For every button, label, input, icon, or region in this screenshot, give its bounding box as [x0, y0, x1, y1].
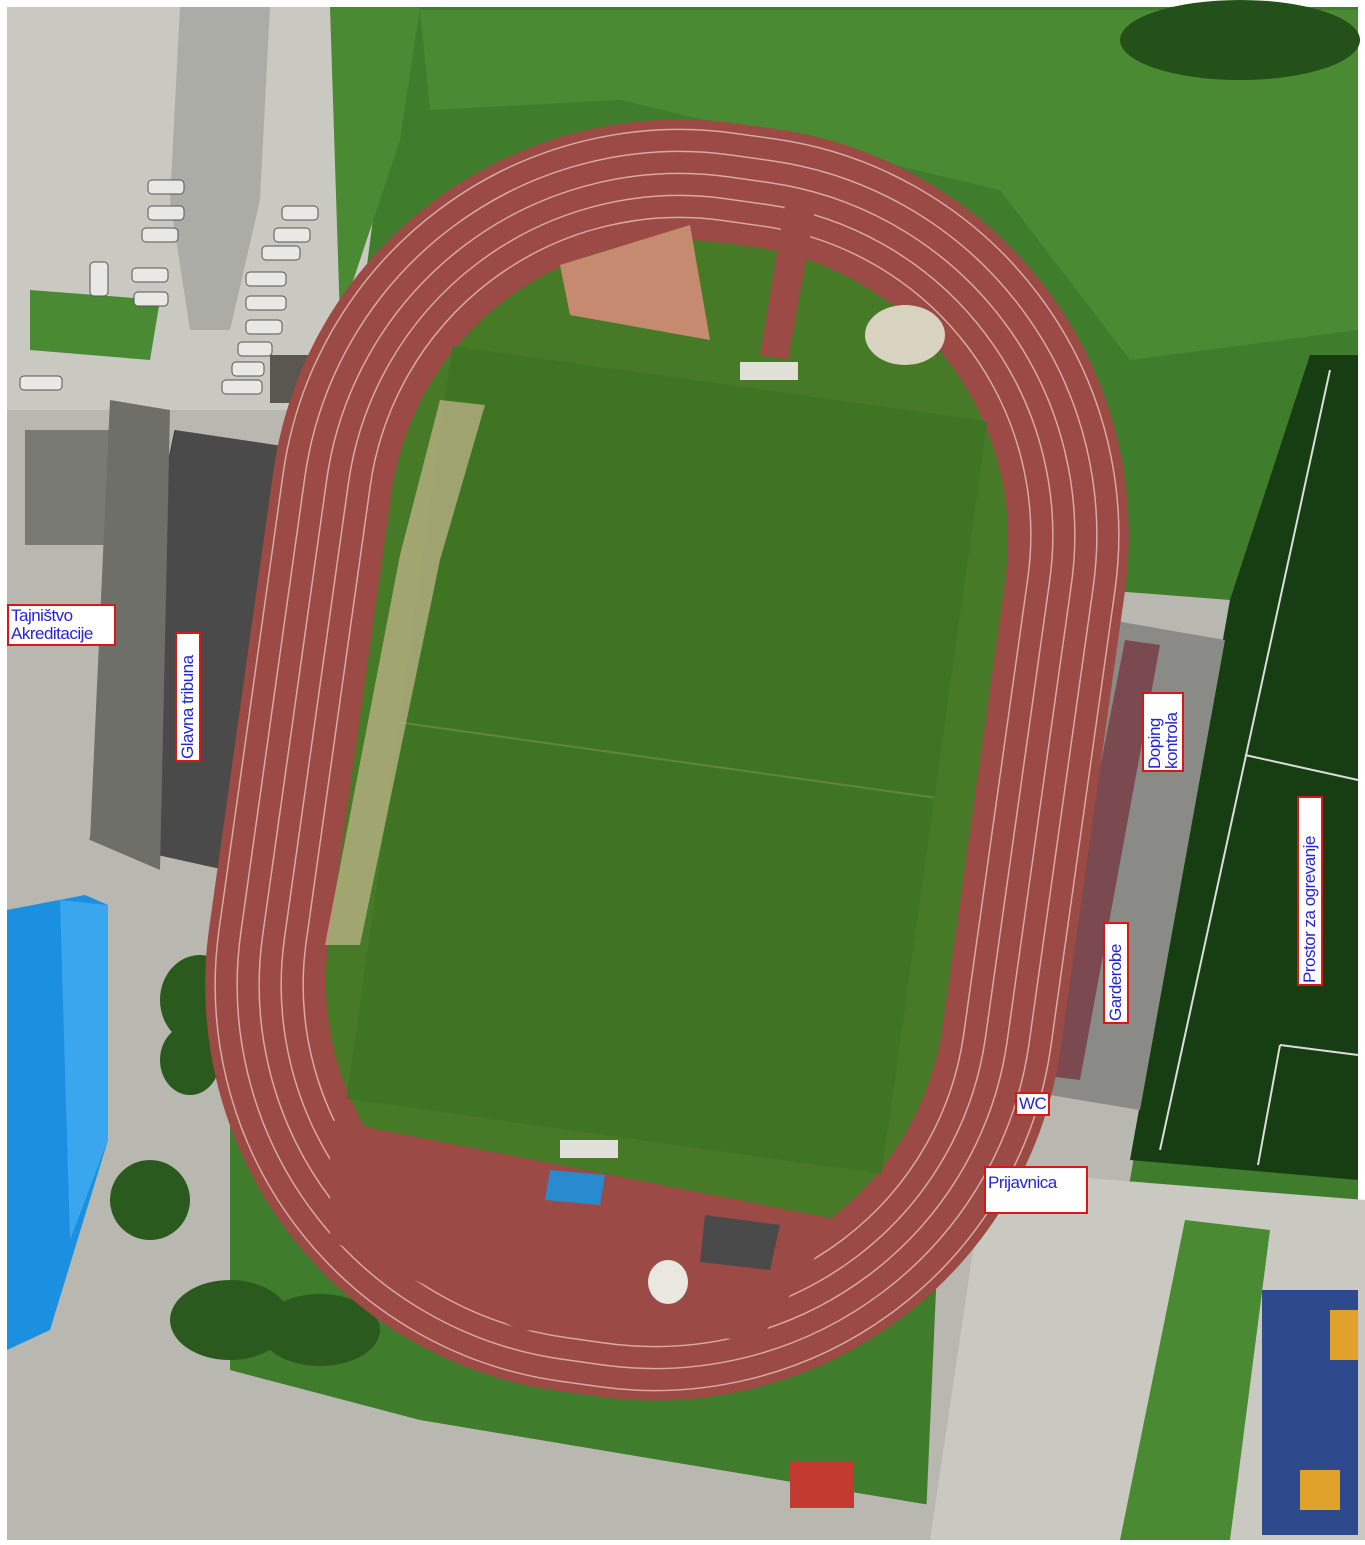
stand-lower — [90, 400, 170, 870]
goal-south — [560, 1140, 618, 1158]
trees-northeast — [1120, 0, 1360, 80]
throwing-sector — [560, 225, 710, 340]
blue-building-roof — [60, 900, 108, 1240]
small-building — [25, 430, 110, 545]
court-key-south — [1300, 1470, 1340, 1510]
training-field-lines — [1159, 369, 1359, 1166]
lane-line-1 — [214, 128, 1120, 1392]
label-doping-kontrola: Doping kontrola — [1142, 692, 1184, 772]
label-tajnistvo-line1: Tajništvo — [11, 606, 73, 625]
label-wc: WC — [1015, 1092, 1051, 1116]
label-tajnistvo: Tajništvo Akreditacije — [7, 604, 116, 646]
label-glavna-tribuna-text: Glavna tribuna — [178, 655, 197, 759]
grass-island — [30, 290, 160, 360]
equipment-cover — [648, 1260, 688, 1304]
high-jump-mat — [545, 1170, 605, 1205]
south-apron — [330, 1120, 840, 1340]
runway-north — [760, 205, 815, 360]
jump-pit-west — [325, 400, 485, 945]
discus-area — [865, 305, 945, 365]
halfway-line — [399, 721, 935, 799]
grass-northeast — [420, 10, 1358, 360]
label-prijavnica: Prijavnica — [984, 1166, 1088, 1214]
label-glavna-tribuna: Glavna tribuna — [175, 632, 201, 762]
lane-line-3 — [258, 172, 1076, 1348]
grass-strip-southeast — [1120, 1220, 1270, 1540]
label-doping-line2: kontrola — [1162, 712, 1181, 769]
grass-parking-edge — [330, 7, 420, 320]
label-prostor-ogrevanje: Prostor za ogrevanje — [1297, 796, 1323, 986]
playground — [790, 1462, 854, 1508]
parked-cars — [19, 179, 319, 395]
label-tajnistvo-line2: Akreditacije — [11, 624, 93, 643]
lane-line-2 — [236, 150, 1098, 1370]
label-wc-text: WC — [1019, 1094, 1047, 1113]
road-south — [7, 1370, 960, 1540]
label-prostor-text: Prostor za ogrevanje — [1300, 836, 1319, 983]
label-garderobe: Garderobe — [1103, 922, 1129, 1024]
goal-north — [740, 362, 798, 380]
parking-shadow — [170, 7, 270, 330]
label-prijavnica-text: Prijavnica — [988, 1173, 1057, 1192]
court-key-north — [1330, 1310, 1358, 1360]
pole-vault-box — [700, 1215, 780, 1270]
label-garderobe-text: Garderobe — [1106, 944, 1125, 1021]
